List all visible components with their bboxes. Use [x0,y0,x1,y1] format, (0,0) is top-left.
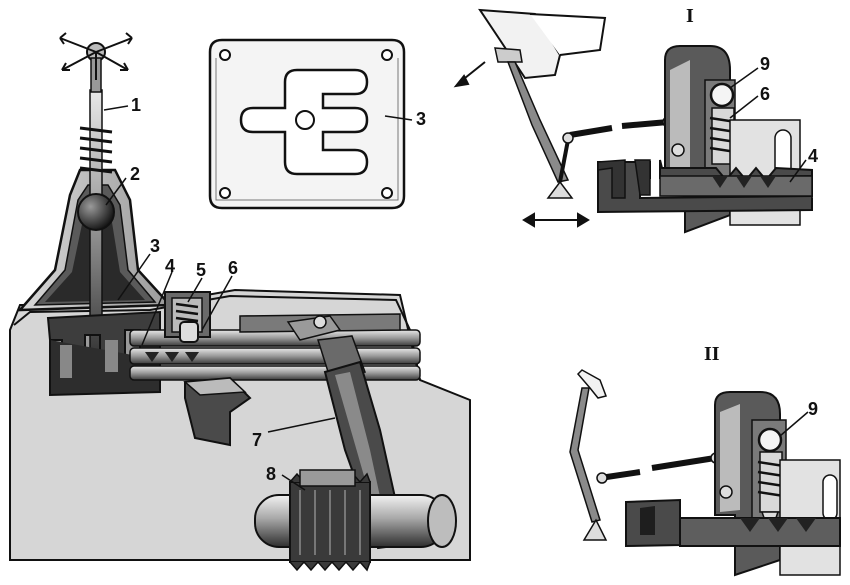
rail-notches [145,352,199,362]
main-shift-mechanism [9,32,471,572]
label-7: 7 [252,430,262,450]
label-8: 8 [266,464,276,484]
ball-joint [77,193,115,231]
label-3-box: 3 [150,236,160,256]
label-4-box: 4 [165,256,175,276]
detent-ball-9-bottom [757,427,783,453]
shift-rail-3 [129,365,421,381]
shift-gate-plate [208,38,406,210]
part-labels: 1 2 3 3 4 5 6 7 8 9 6 4 9 I II [130,5,818,484]
label-9-bottom: 9 [808,399,818,419]
rail-bottom [679,517,841,547]
lever-spring [79,126,113,174]
panel-one-detent-detail [453,8,813,234]
label-4-top: 4 [808,146,818,166]
label-5: 5 [196,260,206,280]
label-1: 1 [131,95,141,115]
detent-ball-9-top [709,82,735,108]
plate-screw-holes [219,49,393,199]
panel-label-top: I [686,5,694,27]
leader-lines [103,67,809,491]
label-2: 2 [130,164,140,184]
label-3-plate: 3 [416,109,426,129]
panel-label-bottom: II [704,343,720,365]
label-9-top: 9 [760,54,770,74]
label-6-top: 6 [760,84,770,104]
lever-motion-arrows [59,32,133,80]
detent-spring [175,302,199,323]
label-6-box: 6 [228,258,238,278]
panel-two-detent-detail [569,369,841,577]
